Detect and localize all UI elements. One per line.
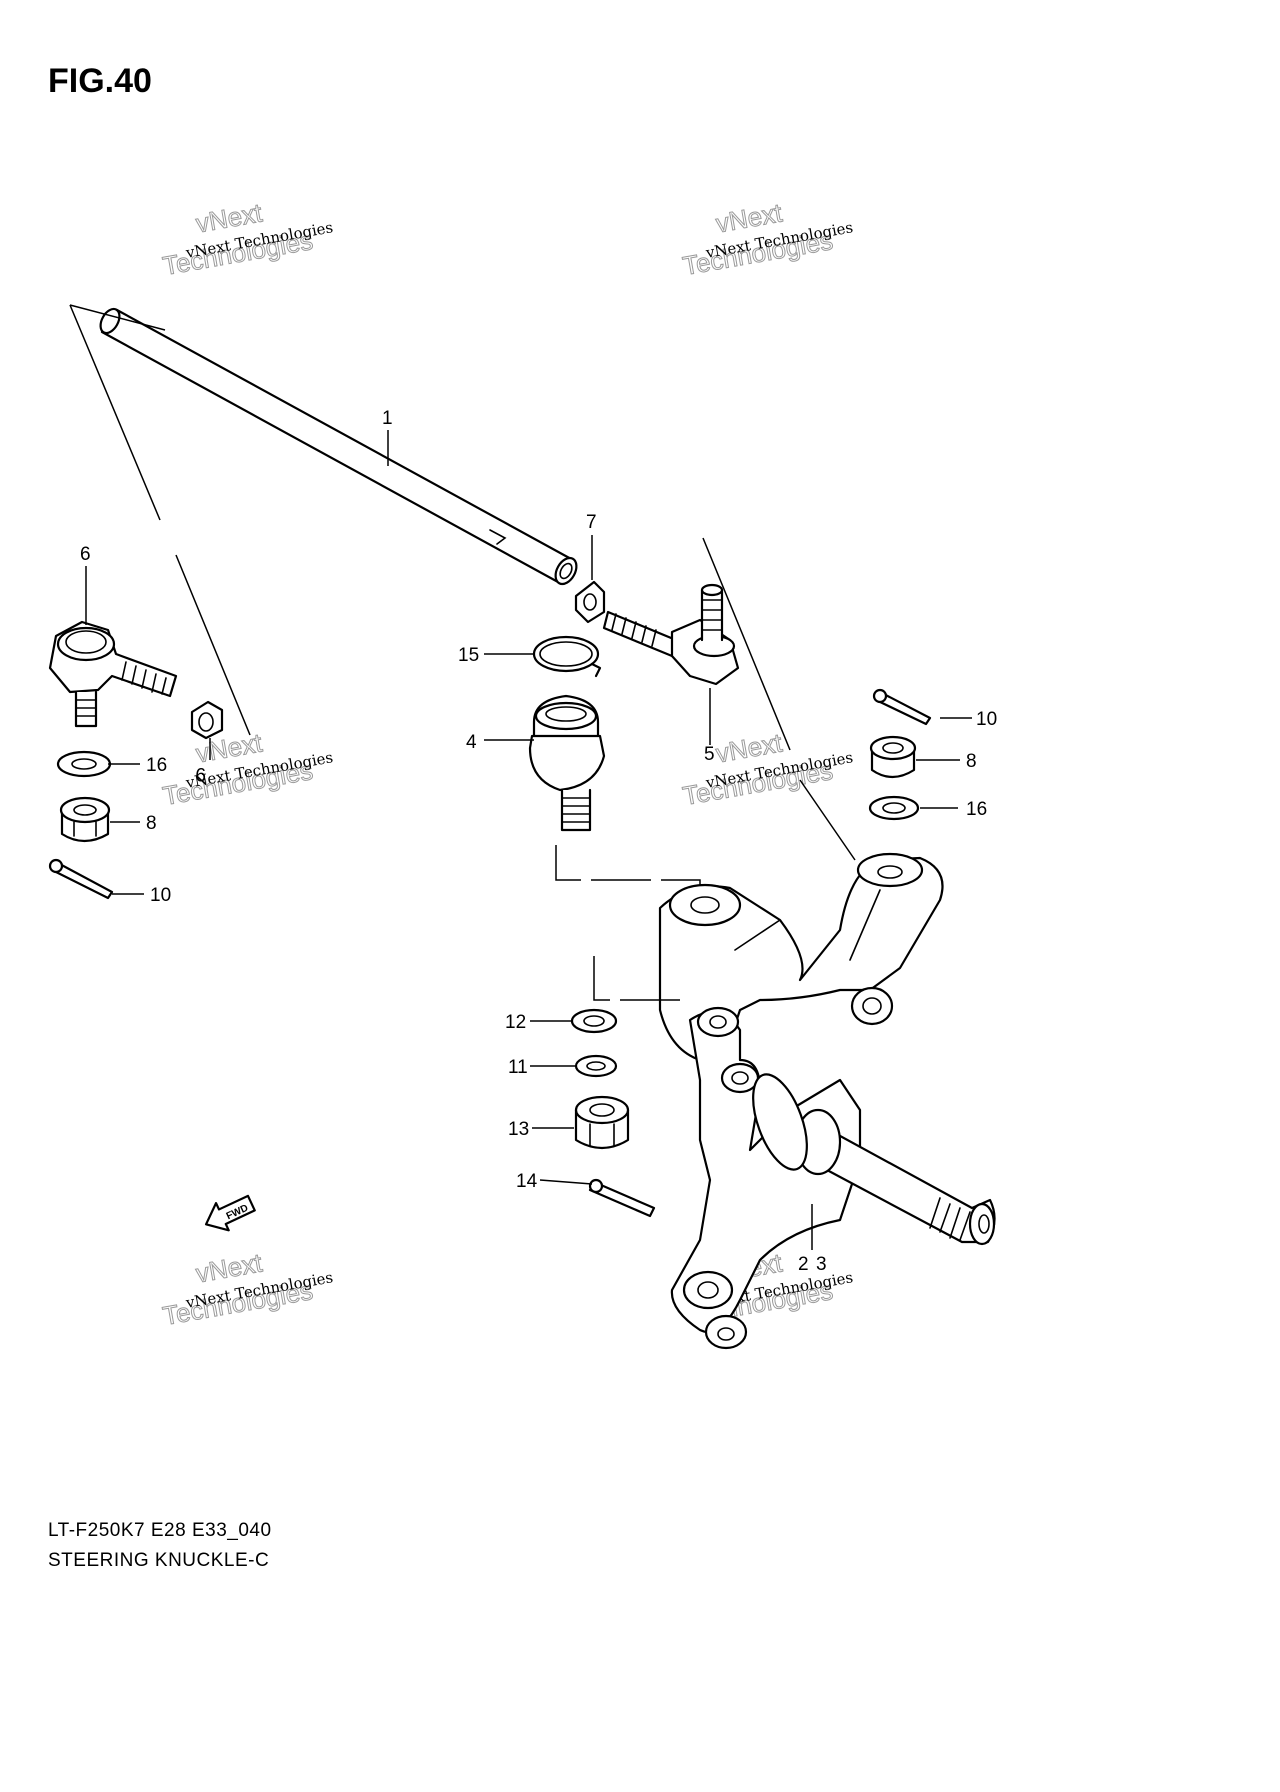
steering-knuckle: [658, 852, 996, 1350]
cotter-pin-10-left: [48, 858, 114, 900]
callout-2: 2: [798, 1254, 809, 1275]
lock-nut-9: [190, 700, 224, 740]
figure-code: LT-F250K7 E28 E33_040: [48, 1520, 272, 1541]
cotter-pin-14: [588, 1178, 656, 1218]
callout-11: 11: [508, 1057, 528, 1078]
forward-arrow-icon: FWD: [204, 1194, 256, 1232]
tie-rod-end-right: [602, 583, 740, 686]
callout-7: 7: [586, 512, 597, 533]
watermark-top-right: vNext Technologies vNext Technologies: [680, 197, 854, 282]
washer-16-left: [56, 750, 112, 778]
callout-4: 4: [466, 732, 477, 753]
callout-13: 13: [508, 1119, 529, 1140]
guide-knuckle-hardware: [593, 956, 690, 1001]
castle-nut-8-right: [869, 735, 917, 779]
cotter-pin-10-right: [872, 688, 932, 726]
watermark-bottom-left: vNext Technologies vNext Technologies: [160, 1247, 334, 1332]
callout-labels: 1 2 3 4 5 6 7 8 8 9 10 10 11 12 13 14 15…: [80, 408, 997, 1275]
callout-10-left: 10: [150, 885, 171, 906]
leader-lines: [85, 430, 972, 1250]
castle-nut-13: [574, 1095, 630, 1150]
callout-8-left: 8: [146, 813, 157, 834]
callout-10-right: 10: [976, 709, 997, 730]
figure-name: STEERING KNUCKLE-C: [48, 1550, 270, 1571]
callout-12: 12: [505, 1012, 526, 1033]
castle-nut-8-left: [59, 796, 111, 843]
callout-14: 14: [516, 1171, 538, 1192]
ball-joint-4: [528, 694, 606, 832]
callout-8-right: 8: [966, 751, 977, 772]
lock-washer-11: [574, 1054, 618, 1078]
watermark-mid-left: vNext Technologies vNext Technologies: [160, 727, 334, 812]
callout-3: 3: [816, 1254, 827, 1275]
tie-rod: [99, 307, 578, 586]
tie-rod-end-left: [48, 620, 178, 728]
figure-title: FIG.40: [48, 62, 152, 100]
lock-nut-7: [574, 580, 606, 624]
assembly-line-right: [702, 537, 791, 751]
callout-6: 6: [80, 544, 91, 565]
callout-5: 5: [704, 744, 715, 765]
callout-1: 1: [382, 408, 393, 429]
snap-ring-15: [532, 635, 602, 678]
washer-16-right: [868, 795, 920, 821]
callout-16-left: 16: [146, 755, 167, 776]
assembly-line-left: [69, 304, 161, 521]
washer-12: [570, 1008, 618, 1034]
watermark-top-left: vNext Technologies vNext Technologies: [160, 197, 334, 282]
callout-15: 15: [458, 645, 479, 666]
callout-9: 9: [195, 763, 206, 784]
callout-16-right: 16: [966, 799, 987, 820]
watermark-mid-right: vNext Technologies vNext Technologies: [680, 727, 854, 812]
